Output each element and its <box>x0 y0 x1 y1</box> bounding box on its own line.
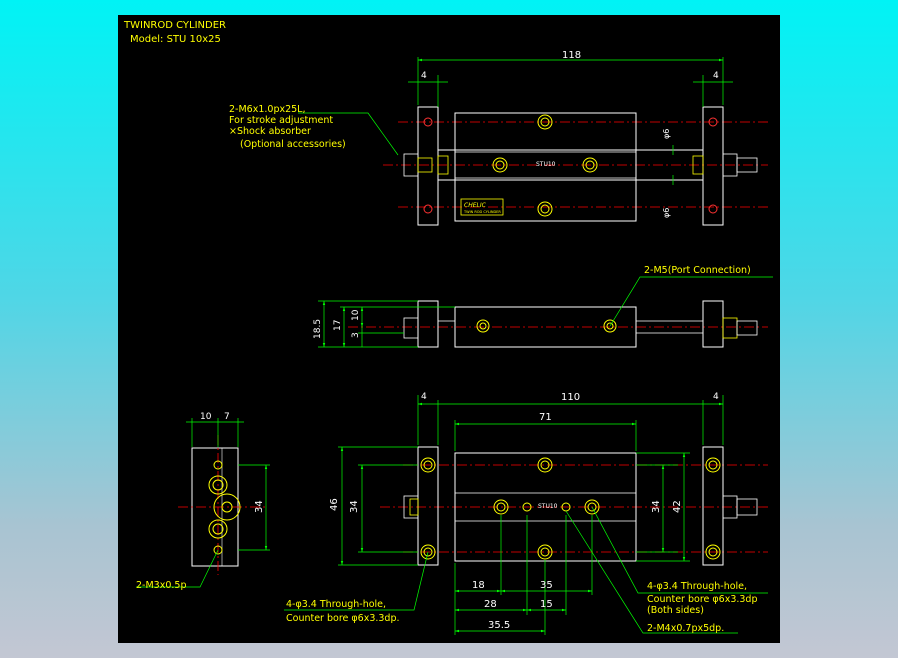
nameplate-brand: CHELIC <box>464 202 487 209</box>
dim-110: 110 <box>561 392 580 403</box>
dim-4-right-front: 4 <box>713 392 719 402</box>
drawing-canvas: TWINROD CYLINDER Model: STU 10x25 STU10 <box>118 15 780 643</box>
dim-18-5: 18.5 <box>313 319 323 339</box>
model-label: Model: STU 10x25 <box>130 34 221 45</box>
dim-18: 18 <box>472 580 485 591</box>
top-view: STU10 CHELIC TWIN ROD CYLINDER 118 4 4 φ… <box>229 50 768 226</box>
dim-4-left-front: 4 <box>421 392 427 402</box>
body-label-top: STU10 <box>536 161 556 168</box>
note-through-b2: Counter bore φ6x3.3dp <box>647 594 758 605</box>
dim-71: 71 <box>539 412 552 423</box>
note-m4: 2-M4x0.7px5dp. <box>647 623 724 634</box>
dim-46: 46 <box>329 498 340 511</box>
dim-35: 35 <box>540 580 553 591</box>
note-through-b3: (Both sides) <box>647 605 704 616</box>
note-port: 2-M5(Port Connection) <box>644 265 751 276</box>
body-label-front: STU10 <box>538 503 558 510</box>
cad-drawing: TWINROD CYLINDER Model: STU 10x25 STU10 <box>123 20 773 635</box>
dim-10-end: 10 <box>200 412 212 422</box>
dim-7-end: 7 <box>224 412 230 422</box>
nameplate <box>460 198 504 216</box>
dim-17: 17 <box>333 320 343 331</box>
dim-4-left: 4 <box>421 71 427 81</box>
nameplate-sub: TWIN ROD CYLINDER <box>463 210 501 214</box>
dim-34-right: 34 <box>651 500 662 513</box>
end-view: 10 7 34 2-M3x0.5p <box>136 412 270 591</box>
note-m3: 2-M3x0.5p <box>136 580 186 591</box>
dim-3: 3 <box>351 332 361 338</box>
phi-bottom: φ6 <box>662 208 671 218</box>
dim-42: 42 <box>672 500 683 513</box>
side-view: 18.5 17 10 3 2-M5(Port Connection) <box>313 265 773 348</box>
dim-35-5: 35.5 <box>488 620 510 631</box>
front-view: STU10 110 4 4 71 46 34 34 <box>284 392 768 635</box>
cylinder-body <box>454 112 637 222</box>
dim-34-left: 34 <box>349 500 360 513</box>
phi-top: φ6 <box>662 129 671 139</box>
dim-15: 15 <box>540 599 553 610</box>
note-m6-line3: ×Shock absorber <box>229 126 311 137</box>
dim-118: 118 <box>562 50 581 61</box>
dim-28: 28 <box>484 599 497 610</box>
note-m6-line2: For stroke adjustment <box>229 115 333 126</box>
drawing-title: TWINROD CYLINDER <box>123 20 226 31</box>
note-m6-line1: 2-M6x1.0px25L, <box>229 104 306 115</box>
note-through-b1: 4-φ3.4 Through-hole, <box>647 581 747 592</box>
dim-4-right: 4 <box>713 71 719 81</box>
note-m6-line4: (Optional accessories) <box>240 139 346 150</box>
dim-34-end: 34 <box>254 500 265 513</box>
note-through-a2: Counter bore φ6x3.3dp. <box>286 613 400 624</box>
note-through-a1: 4-φ3.4 Through-hole, <box>286 599 386 610</box>
dim-10: 10 <box>351 309 361 321</box>
